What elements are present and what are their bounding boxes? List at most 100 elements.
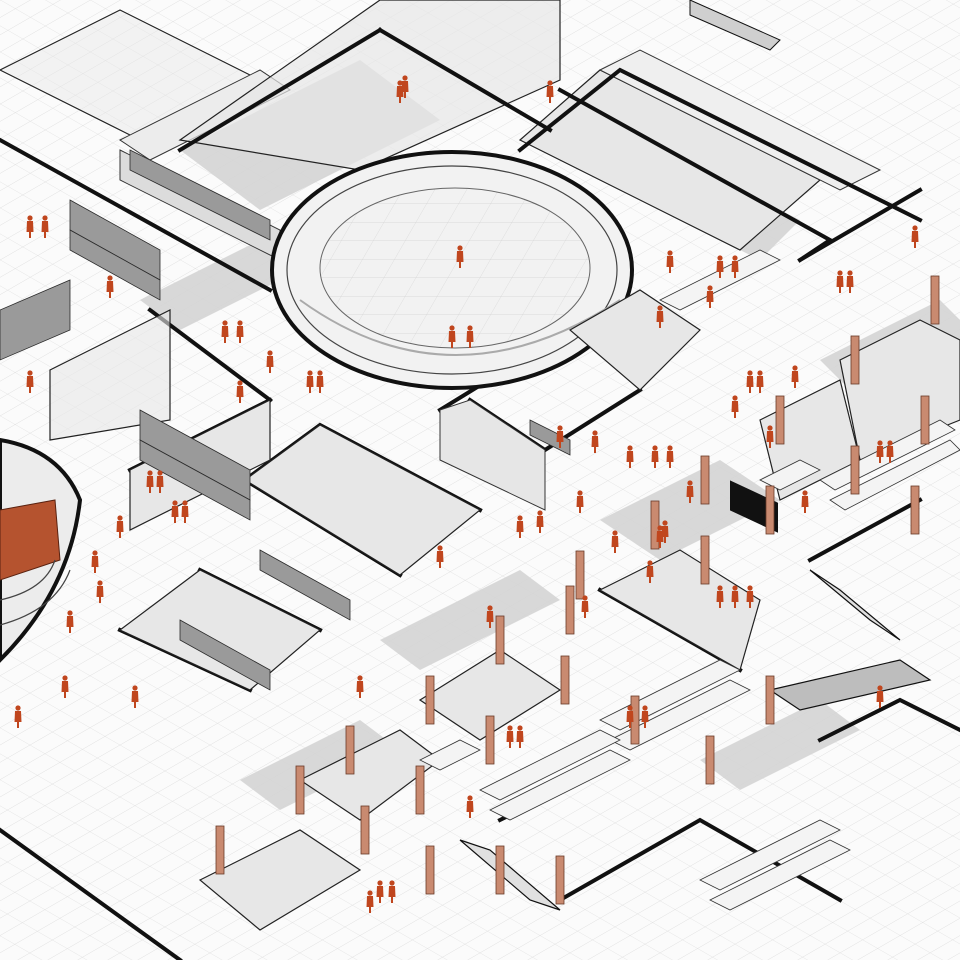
- person-figure: [356, 675, 364, 698]
- column-icon: [920, 395, 930, 445]
- person-figure: [26, 370, 34, 393]
- column-icon: [705, 735, 715, 785]
- person-figure: [388, 880, 396, 903]
- bookshelves: [0, 149, 571, 691]
- circular-atrium: [270, 150, 634, 390]
- person-figure: [626, 705, 634, 728]
- person-figure: [756, 370, 764, 393]
- person-figure: [236, 320, 244, 343]
- column-icon: [495, 615, 505, 665]
- person-figure: [876, 440, 884, 463]
- person-figure: [236, 380, 244, 403]
- person-figure: [911, 225, 919, 248]
- person-figure: [731, 255, 739, 278]
- column-icon: [700, 535, 710, 585]
- person-figure: [396, 80, 404, 103]
- person-figure: [146, 470, 154, 493]
- person-figure: [846, 270, 854, 293]
- person-figure: [661, 520, 669, 543]
- person-figure: [316, 370, 324, 393]
- person-figure: [641, 705, 649, 728]
- column-icon: [215, 825, 225, 875]
- column-icon: [575, 550, 585, 600]
- person-figure: [576, 490, 584, 513]
- circulation: [459, 0, 932, 911]
- column-icon: [495, 845, 505, 895]
- person-figure: [266, 350, 274, 373]
- person-figure: [591, 430, 599, 453]
- person-figure: [448, 325, 456, 348]
- person-figure: [516, 725, 524, 748]
- column-icon: [910, 485, 920, 535]
- person-figure: [746, 585, 754, 608]
- person-figure: [436, 545, 444, 568]
- staircase-icon: [809, 569, 901, 641]
- column-icon: [295, 765, 305, 815]
- person-figure: [836, 270, 844, 293]
- person-figure: [766, 425, 774, 448]
- column-icon: [850, 445, 860, 495]
- person-figure: [106, 275, 114, 298]
- person-figure: [466, 325, 474, 348]
- person-figure: [656, 305, 664, 328]
- column-icon: [485, 715, 495, 765]
- person-figure: [61, 675, 69, 698]
- person-figure: [886, 440, 894, 463]
- column-icon: [650, 500, 660, 550]
- column-icon: [700, 455, 710, 505]
- column-icon: [425, 675, 435, 725]
- column-icon: [930, 275, 940, 325]
- column-icon: [765, 675, 775, 725]
- people: [14, 75, 919, 913]
- person-figure: [41, 215, 49, 238]
- person-figure: [171, 500, 179, 523]
- person-figure: [536, 510, 544, 533]
- person-figure: [746, 370, 754, 393]
- person-figure: [366, 890, 374, 913]
- person-figure: [556, 425, 564, 448]
- person-figure: [486, 605, 494, 628]
- person-figure: [91, 550, 99, 573]
- person-figure: [116, 515, 124, 538]
- auditorium: [0, 437, 83, 663]
- person-figure: [456, 245, 464, 268]
- person-figure: [801, 490, 809, 513]
- person-figure: [611, 530, 619, 553]
- person-figure: [876, 685, 884, 708]
- person-figure: [731, 395, 739, 418]
- column-icon: [555, 855, 565, 905]
- person-figure: [546, 80, 554, 103]
- person-figure: [646, 560, 654, 583]
- person-figure: [96, 580, 104, 603]
- person-figure: [181, 500, 189, 523]
- person-figure: [466, 795, 474, 818]
- escalator-icon: [689, 0, 781, 51]
- person-figure: [716, 585, 724, 608]
- column-icon: [850, 335, 860, 385]
- column-icon: [425, 845, 435, 895]
- column-icon: [360, 805, 370, 855]
- person-figure: [666, 445, 674, 468]
- staircase-icon: [459, 839, 561, 911]
- person-figure: [26, 215, 34, 238]
- desk-clusters: [419, 249, 960, 911]
- person-figure: [731, 585, 739, 608]
- columns: [215, 275, 940, 905]
- person-figure: [706, 285, 714, 308]
- person-figure: [516, 515, 524, 538]
- person-figure: [156, 470, 164, 493]
- escalator-icon: [768, 659, 932, 711]
- person-figure: [791, 365, 799, 388]
- column-icon: [415, 765, 425, 815]
- column-icon: [565, 585, 575, 635]
- person-figure: [626, 445, 634, 468]
- person-figure: [66, 610, 74, 633]
- column-icon: [345, 725, 355, 775]
- person-figure: [716, 255, 724, 278]
- person-figure: [581, 595, 589, 618]
- person-figure: [376, 880, 384, 903]
- person-figure: [401, 75, 409, 98]
- person-figure: [221, 320, 229, 343]
